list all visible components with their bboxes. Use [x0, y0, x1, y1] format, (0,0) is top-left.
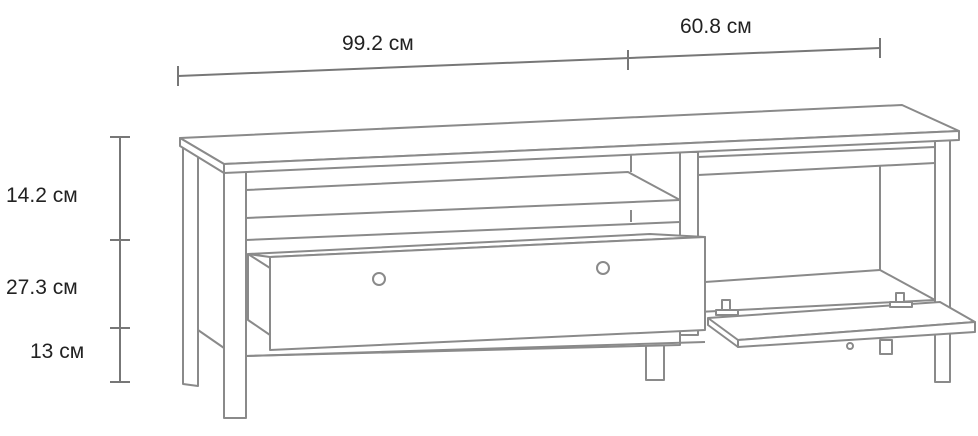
open-flap-door	[707, 292, 976, 355]
drawer-knob	[372, 272, 386, 286]
width-right-label: 60.8 см	[680, 15, 752, 38]
drawer	[247, 233, 706, 351]
height-bottom-label: 13 см	[30, 340, 85, 363]
drawer-front	[269, 236, 706, 351]
drawer-knob	[596, 261, 610, 275]
height-middle-label: 27.3 см	[6, 276, 78, 299]
width-left-label: 99.2 см	[342, 32, 414, 55]
dimension-lines	[110, 38, 881, 383]
height-top-label: 14.2 см	[6, 184, 78, 207]
